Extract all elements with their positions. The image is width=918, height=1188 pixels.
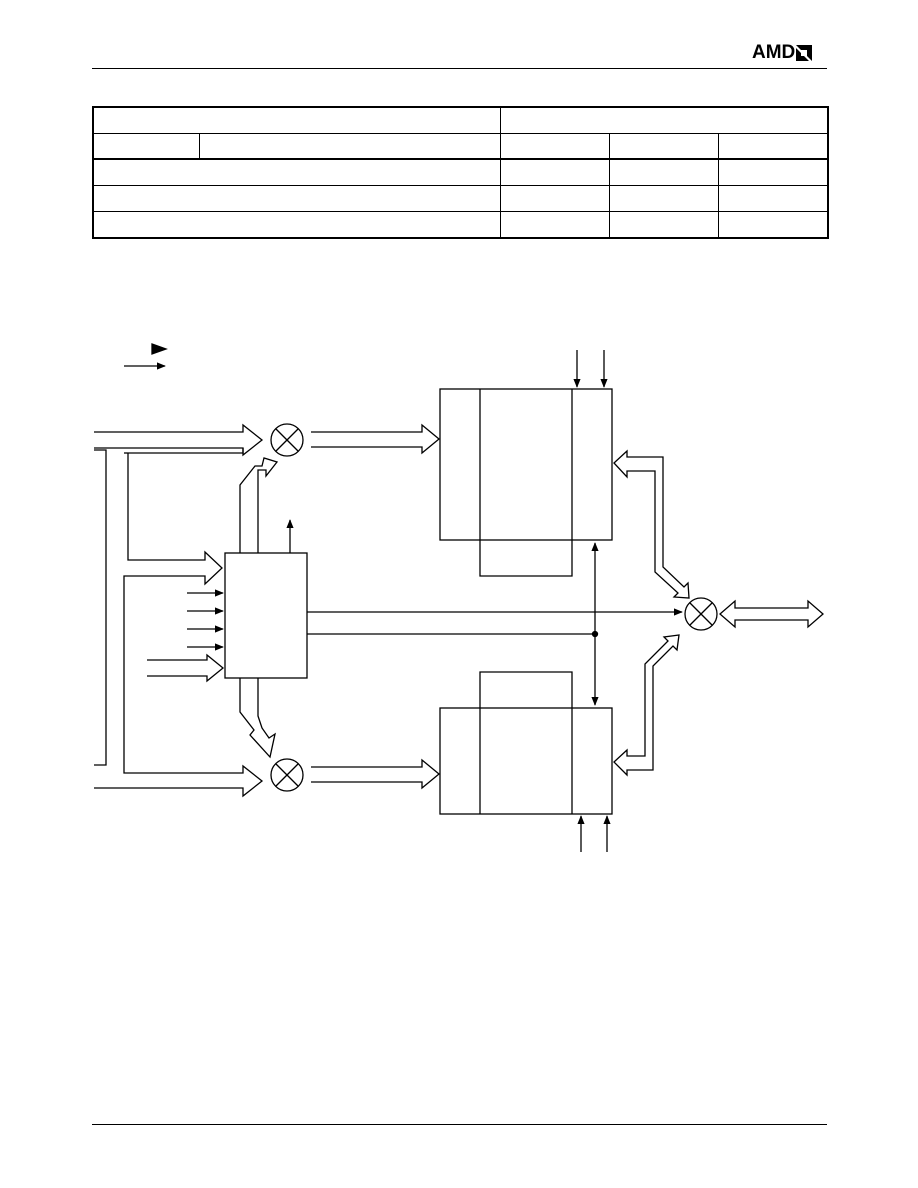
table-cell	[717, 185, 829, 213]
control-block	[224, 552, 308, 679]
bus-to-control-top	[94, 448, 264, 798]
table-row	[92, 211, 829, 239]
bottom-multiplier-icon	[270, 758, 304, 792]
top-memory-block	[439, 388, 613, 577]
table-subheader-row	[92, 132, 829, 161]
bottom-multiplier-to-memory-arrow	[311, 758, 441, 790]
table-cell	[499, 132, 610, 161]
top-multiplier-icon	[270, 423, 304, 457]
input-bus-bracket	[94, 449, 107, 766]
table-cell	[608, 211, 719, 239]
table-cell	[608, 132, 719, 161]
top-multiplier-to-memory-arrow	[311, 423, 441, 455]
control-to-top-multiplier-arrow	[239, 457, 279, 553]
legend-single-arrow	[151, 343, 168, 355]
top-memory-output-bus-arrow	[613, 449, 690, 599]
table-cell	[499, 211, 610, 239]
spec-table	[92, 106, 829, 239]
table-cell	[499, 106, 829, 134]
control-bus-input-arrow	[147, 653, 225, 683]
output-multiplier-icon	[684, 597, 718, 631]
bottom-memory-block	[439, 671, 613, 815]
amd-logo-text: AMD	[752, 42, 796, 63]
table-cell	[198, 132, 501, 161]
table-cell	[717, 211, 829, 239]
table-row	[92, 185, 829, 213]
control-to-bottom-multiplier-arrow	[239, 678, 276, 759]
junction-dot	[591, 630, 599, 638]
header-rule	[92, 68, 827, 69]
table-cell	[717, 132, 829, 161]
table-cell	[92, 211, 501, 239]
footer-rule	[92, 1124, 827, 1125]
table-cell	[92, 132, 200, 161]
table-cell	[608, 185, 719, 213]
bottom-memory-output-bus-arrow	[613, 634, 680, 777]
legend	[124, 343, 168, 370]
table-header-row	[92, 106, 829, 134]
amd-logo: AMD	[752, 42, 813, 64]
output-bus-arrow	[719, 599, 824, 629]
amd-arrow-logo-icon	[796, 45, 813, 61]
top-input-bus-arrow	[94, 423, 264, 457]
